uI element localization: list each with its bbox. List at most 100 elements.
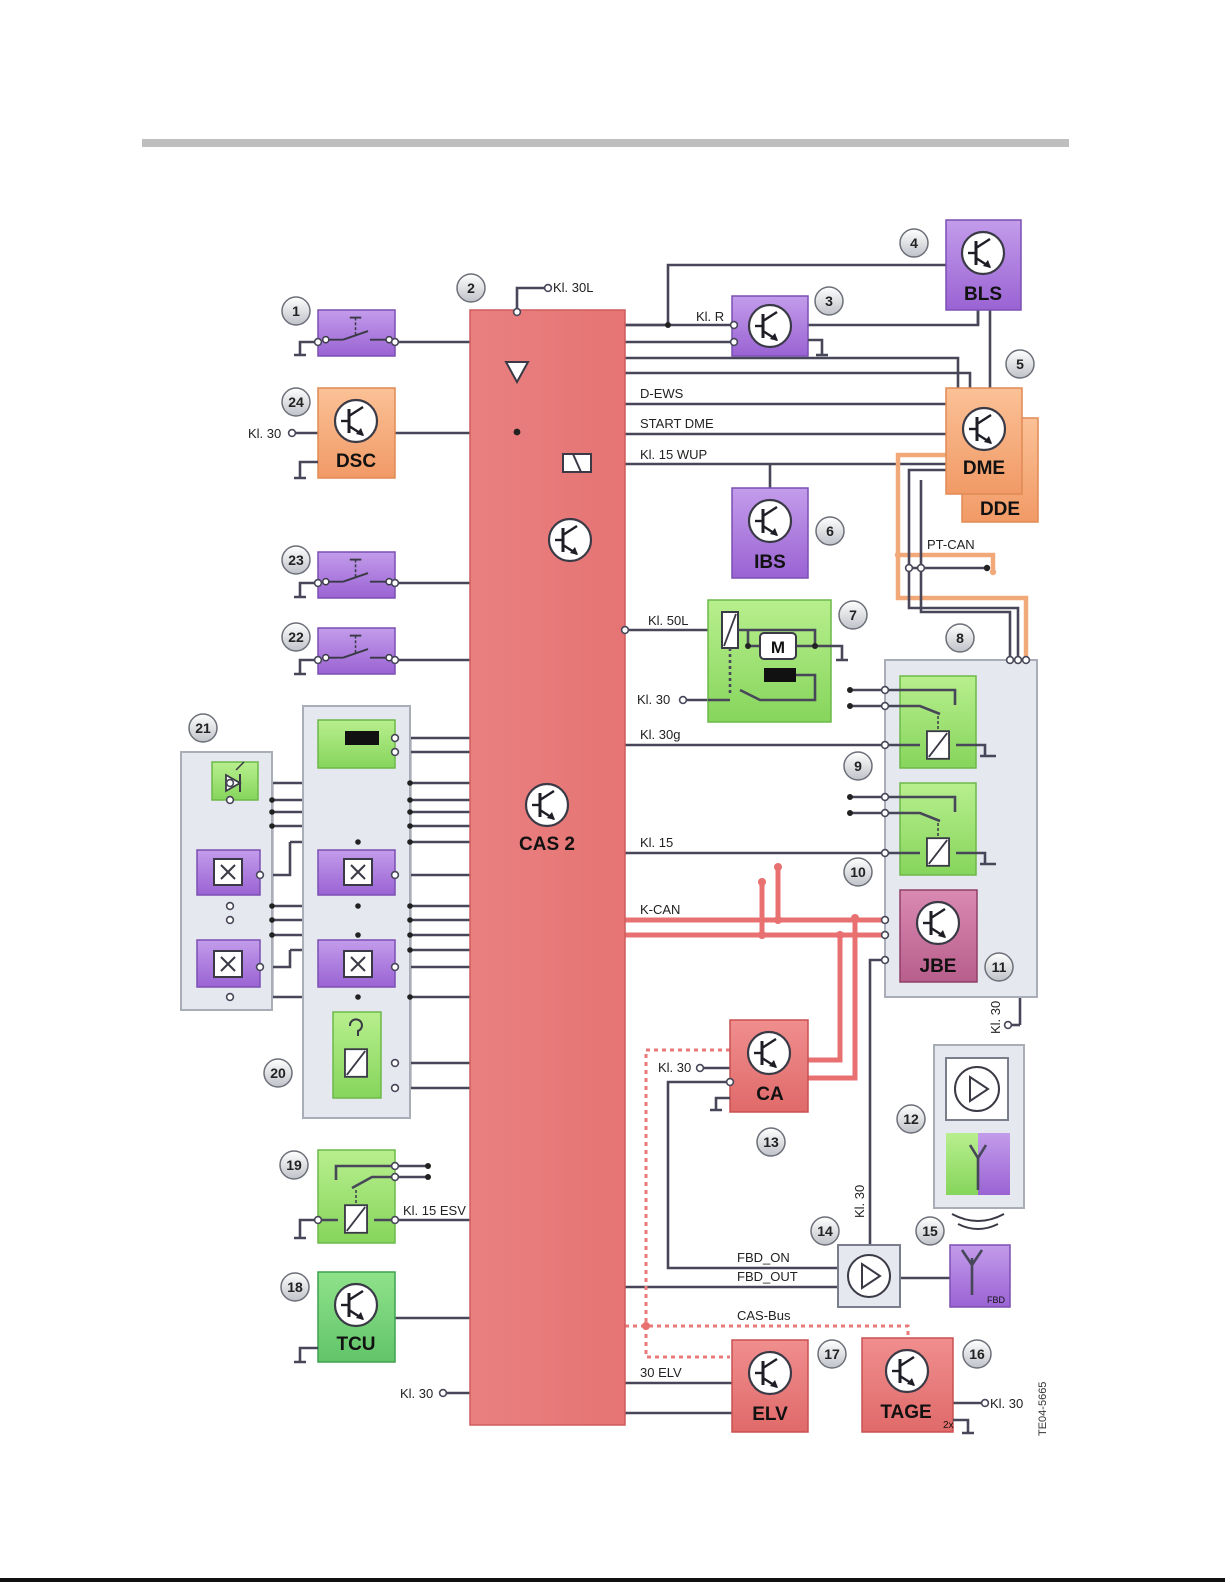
label-kl30-jbe: Kl. 30	[988, 1001, 1003, 1034]
badge-1: 1	[282, 297, 310, 325]
svg-text:19: 19	[286, 1157, 302, 1173]
badge-13: 13	[757, 1128, 785, 1156]
elv-label: ELV	[752, 1404, 788, 1425]
label-klr: Kl. R	[696, 309, 724, 324]
ibs-label: IBS	[754, 552, 786, 573]
label-30elv: 30 ELV	[640, 1365, 682, 1380]
dde-label: DDE	[980, 499, 1020, 520]
svg-text:8: 8	[956, 630, 964, 646]
elv-module[interactable]: ELV	[732, 1340, 808, 1432]
jbe-label: JBE	[920, 956, 957, 977]
ibs-module[interactable]: IBS	[732, 488, 808, 578]
badge-23: 23	[282, 546, 310, 574]
label-kl30-starter: Kl. 30	[637, 692, 670, 707]
label-kl30-dsc: Kl. 30	[248, 426, 281, 441]
svg-text:23: 23	[288, 552, 304, 568]
cas-label: CAS 2	[519, 834, 575, 855]
badge-8: 8	[946, 624, 974, 652]
svg-text:4: 4	[910, 235, 918, 251]
header-rule	[142, 139, 1069, 147]
svg-text:6: 6	[826, 523, 834, 539]
label-casbus: CAS-Bus	[737, 1308, 791, 1323]
svg-text:11: 11	[992, 959, 1007, 975]
lamp-cluster-21[interactable]	[181, 752, 272, 1010]
fbd-small-label: FBD	[987, 1295, 1006, 1305]
figure-code: TE04-5665	[1037, 1382, 1049, 1436]
badge-4: 4	[900, 229, 928, 257]
footer-rule	[0, 1578, 1225, 1582]
svg-text:9: 9	[854, 758, 862, 774]
svg-text:3: 3	[825, 293, 833, 309]
label-kl15esv: Kl. 15 ESV	[403, 1203, 466, 1218]
badge-21: 21	[189, 714, 217, 742]
label-fbdout: FBD_OUT	[737, 1269, 798, 1284]
cas-module[interactable]: CAS 2	[470, 310, 625, 1425]
label-kl30-fbd: Kl. 30	[852, 1185, 867, 1218]
tage-count: 2x	[943, 1420, 954, 1431]
badge-12: 12	[897, 1105, 925, 1133]
jbe-area-8[interactable]: JBE	[885, 660, 1037, 1025]
svg-text:16: 16	[969, 1346, 985, 1362]
svg-text:13: 13	[763, 1134, 779, 1150]
badge-6: 6	[816, 517, 844, 545]
antenna-amplifier-12[interactable]	[934, 1045, 1024, 1208]
dsc-label: DSC	[336, 451, 376, 472]
svg-text:20: 20	[270, 1065, 286, 1081]
signal-waves-icon	[952, 1214, 1004, 1229]
label-kl15: Kl. 15	[640, 835, 673, 850]
label-kl50l: Kl. 50L	[648, 613, 688, 628]
svg-text:10: 10	[850, 864, 866, 880]
fbd-antenna-15[interactable]: FBD	[950, 1214, 1010, 1307]
tage-module[interactable]: TAGE 2x	[862, 1338, 974, 1433]
badge-5: 5	[1006, 350, 1034, 378]
label-ptcan: PT-CAN	[927, 537, 975, 552]
bls-label: BLS	[964, 284, 1002, 305]
label-dews: D-EWS	[640, 386, 684, 401]
badge-10: 10	[844, 858, 872, 886]
label-kcan: K-CAN	[640, 902, 680, 917]
dme-label: DME	[963, 458, 1005, 479]
svg-text:1: 1	[292, 303, 300, 319]
svg-text:22: 22	[288, 629, 304, 645]
ca-module[interactable]: CA	[710, 1020, 808, 1112]
motor-label: M	[771, 638, 785, 657]
badge-22: 22	[282, 623, 310, 651]
badge-16: 16	[963, 1340, 991, 1368]
badge-7: 7	[839, 601, 867, 629]
label-fbdon: FBD_ON	[737, 1250, 790, 1265]
svg-text:12: 12	[903, 1111, 919, 1127]
label-kl30l: Kl. 30L	[553, 280, 593, 295]
lamp-cluster-20[interactable]	[303, 706, 410, 1118]
label-kl30g: Kl. 30g	[640, 727, 680, 742]
badge-11: 11	[985, 953, 1013, 981]
dme-dde-module[interactable]: DDE DME	[946, 388, 1038, 522]
fbd-amplifier-14[interactable]	[838, 1245, 900, 1307]
badge-3: 3	[815, 287, 843, 315]
svg-text:15: 15	[922, 1223, 938, 1239]
badge-9: 9	[844, 752, 872, 780]
label-kl30-ca: Kl. 30	[658, 1060, 691, 1075]
svg-text:21: 21	[195, 720, 211, 736]
starter-module-7[interactable]: M	[708, 600, 848, 722]
badge-17: 17	[818, 1340, 846, 1368]
label-startdme: START DME	[640, 416, 714, 431]
badge-19: 19	[280, 1151, 308, 1179]
label-kl15wup: Kl. 15 WUP	[640, 447, 707, 462]
bls-module[interactable]: BLS	[946, 220, 1021, 310]
svg-text:14: 14	[817, 1223, 833, 1239]
svg-text:18: 18	[287, 1279, 303, 1295]
relay-module-19[interactable]	[294, 1150, 395, 1243]
svg-text:5: 5	[1016, 356, 1024, 372]
label-kl30-tage: Kl. 30	[990, 1396, 1023, 1411]
svg-text:24: 24	[288, 394, 304, 410]
svg-text:17: 17	[824, 1346, 840, 1362]
tage-label: TAGE	[880, 1402, 931, 1423]
svg-text:2: 2	[467, 280, 475, 296]
ca-label: CA	[756, 1084, 784, 1105]
svg-text:7: 7	[849, 607, 857, 623]
badge-14: 14	[811, 1217, 839, 1245]
badge-2: 2	[457, 274, 485, 302]
badge-20: 20	[264, 1059, 292, 1087]
badge-18: 18	[281, 1273, 309, 1301]
